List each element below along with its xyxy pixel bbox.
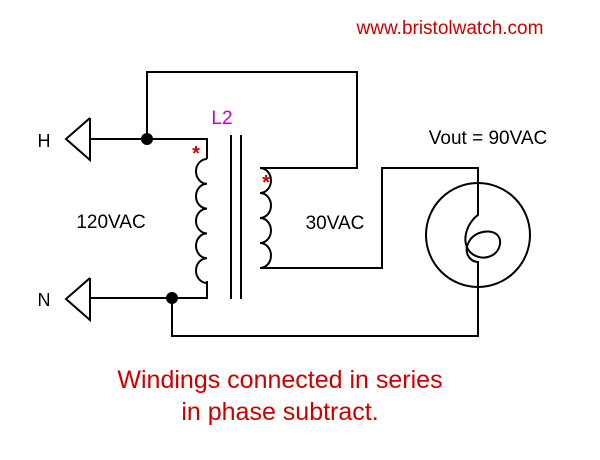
wires (90, 71, 479, 337)
junction-dot-neutral (166, 292, 178, 304)
neutral-return-wire (171, 287, 479, 337)
transformer-label: L2 (211, 108, 232, 129)
caption-line-2: in phase subtract. (181, 398, 378, 426)
primary-phase-dot: * (192, 143, 200, 165)
hot-terminal-icon (64, 117, 91, 163)
lamp-filament-icon (464, 183, 502, 287)
hot-label: H (38, 131, 51, 151)
primary-bottom-lead (90, 281, 208, 299)
secondary-winding (259, 167, 272, 269)
secondary-voltage-label: 30VAC (306, 213, 365, 234)
primary-winding (195, 158, 208, 284)
secondary-to-lamp-wire (278, 167, 479, 269)
junction-dot-hot (141, 133, 153, 145)
top-wire (90, 71, 358, 169)
primary-top-lead (147, 138, 208, 159)
caption-line-1: Windings connected in series (117, 366, 442, 394)
neutral-terminal-icon (64, 277, 91, 323)
site-url: www.bristolwatch.com (356, 18, 544, 39)
primary-voltage-label: 120VAC (76, 212, 145, 233)
output-voltage-label: Vout = 90VAC (429, 128, 547, 149)
secondary-phase-dot: * (262, 172, 270, 194)
neutral-label: N (38, 290, 51, 310)
